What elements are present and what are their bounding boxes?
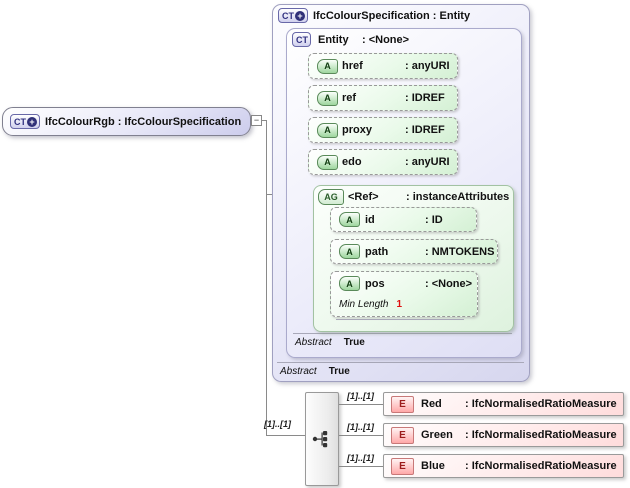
connector-element: [337, 435, 383, 436]
element-badge: E: [391, 426, 414, 444]
element-badge: E: [391, 457, 414, 475]
attribute-badge: A: [339, 276, 360, 291]
element-name: Red: [421, 398, 442, 410]
sequence-icon: [312, 431, 328, 448]
attribute-edo[interactable]: A edo : anyURI: [308, 149, 458, 175]
divider: [293, 333, 512, 334]
outer-box-title: IfcColourSpecification : Entity: [313, 9, 471, 22]
attribute-group-name: <Ref>: [348, 191, 379, 203]
element-badge: E: [391, 395, 414, 413]
badge-text: CT: [282, 10, 294, 21]
attribute-badge: A: [339, 244, 360, 259]
outer-abstract-row: Abstract True: [280, 366, 350, 377]
cardinality-label: [1]..[1]: [347, 391, 374, 401]
connector: [262, 120, 267, 121]
attribute-ref[interactable]: A ref : IDREF: [308, 85, 458, 111]
expand-plus-icon: +: [295, 10, 305, 21]
badge-text: CT: [296, 34, 308, 45]
attribute-name: ref: [342, 92, 357, 104]
element-type: : IfcNormalisedRatioMeasure: [465, 429, 617, 441]
inner-abstract-row: Abstract True: [295, 337, 365, 348]
attribute-group-type: : instanceAttributes: [406, 191, 510, 203]
attribute-name: path: [365, 245, 389, 258]
divider: [277, 362, 524, 363]
complex-type-plus-badge: CT +: [278, 8, 308, 23]
node-label: IfcColourRgb : IfcColourSpecification: [45, 115, 242, 128]
collapse-toggle[interactable]: −: [251, 115, 262, 126]
attribute-type: : IDREF: [405, 124, 445, 136]
inner-box-header: CT Entity : <None>: [292, 32, 409, 47]
minus-icon: −: [253, 115, 260, 125]
cardinality-label: [1]..[1]: [347, 422, 374, 432]
attribute-badge: A: [317, 154, 338, 170]
cardinality-label: [1]..[1]: [347, 453, 374, 463]
attribute-proxy[interactable]: A proxy : IDREF: [308, 117, 458, 143]
element-name: Green: [421, 429, 453, 441]
abstract-value: True: [343, 337, 365, 348]
facet-value: 1: [396, 298, 403, 310]
sequence-compositor[interactable]: [305, 392, 339, 486]
complex-type-badge: CT: [292, 32, 311, 47]
attribute-type: : <None>: [425, 277, 473, 290]
attribute-name: pos: [365, 277, 385, 290]
type-name: Entity: [318, 33, 349, 46]
facet-label: Min Length: [339, 298, 389, 310]
expand-plus-icon: +: [27, 116, 37, 127]
attribute-pos-row: A pos : <None>: [331, 272, 477, 295]
connector-element: [337, 404, 383, 405]
attribute-type: : ID: [425, 213, 443, 226]
attribute-name: id: [365, 213, 375, 226]
cardinality-label: [1]..[1]: [264, 419, 291, 429]
attribute-name: proxy: [342, 124, 372, 136]
connector-element: [337, 466, 383, 467]
element-red[interactable]: E Red : IfcNormalisedRatioMeasure: [383, 392, 624, 416]
badge-text: CT: [14, 116, 26, 127]
attribute-pos[interactable]: A pos : <None> Min Length 1: [330, 271, 478, 320]
type-base: : <None>: [362, 33, 410, 46]
facet-row: Min Length 1: [331, 296, 477, 312]
element-green[interactable]: E Green : IfcNormalisedRatioMeasure: [383, 423, 624, 447]
attribute-type: : NMTOKENS: [425, 245, 495, 258]
outer-box-header: CT + IfcColourSpecification : Entity: [278, 8, 470, 23]
attribute-type: : anyURI: [405, 60, 450, 72]
abstract-value: True: [328, 366, 350, 377]
connector-trunk: [266, 120, 267, 436]
attribute-type: : IDREF: [405, 92, 445, 104]
attribute-badge: A: [317, 58, 338, 74]
attribute-id[interactable]: A id : ID: [330, 207, 477, 232]
node-ifccolourrgb[interactable]: CT + IfcColourRgb : IfcColourSpecificati…: [2, 107, 251, 136]
facet-divider: [336, 319, 464, 320]
attribute-badge: A: [317, 90, 338, 106]
attribute-badge: A: [317, 122, 338, 138]
attribute-group-badge: AG: [318, 189, 344, 205]
abstract-label: Abstract: [280, 366, 317, 377]
attribute-badge: A: [339, 212, 360, 227]
attribute-type: : anyURI: [405, 156, 450, 168]
attribute-name: href: [342, 60, 363, 72]
element-blue[interactable]: E Blue : IfcNormalisedRatioMeasure: [383, 454, 624, 478]
element-type: : IfcNormalisedRatioMeasure: [465, 398, 617, 410]
attribute-group-header: AG <Ref> : instanceAttributes: [318, 189, 509, 205]
attribute-name: edo: [342, 156, 362, 168]
element-type: : IfcNormalisedRatioMeasure: [465, 460, 617, 472]
abstract-label: Abstract: [295, 337, 332, 348]
attribute-href[interactable]: A href : anyURI: [308, 53, 458, 79]
connector-sequence: [266, 435, 305, 436]
complex-type-plus-badge: CT +: [10, 114, 40, 129]
element-name: Blue: [421, 460, 445, 472]
attribute-path[interactable]: A path : NMTOKENS: [330, 239, 498, 264]
